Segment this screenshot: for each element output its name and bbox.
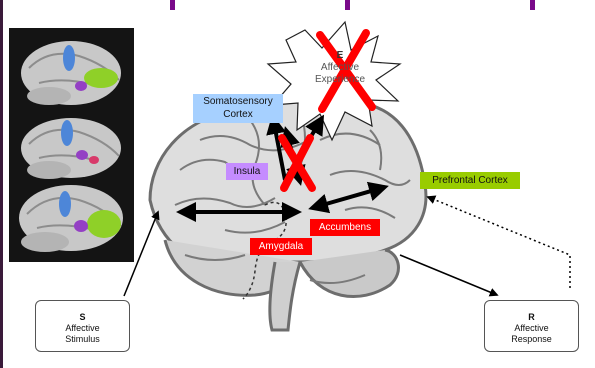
arrow-stimulus-in [124,212,158,296]
stimulus-text: Affective Stimulus [65,323,100,344]
response-letter: R [485,312,578,323]
label-insula: Insula [226,163,268,180]
label-accumbens: Accumbens [310,219,380,236]
arrow-response-feedback [428,197,570,288]
label-somatosensory-cortex: Somatosensory Cortex [193,94,283,123]
arrow-to-response [400,255,497,295]
stimulus-letter: S [36,312,129,323]
experience-text: Affective Experience [315,62,365,85]
experience-letter: E [300,50,380,62]
label-amygdala: Amygdala [250,238,312,255]
experience-label: E Affective Experience [300,50,380,86]
label-prefrontal-cortex: Prefrontal Cortex [420,172,520,189]
affective-response-box: R Affective Response [484,300,579,352]
affective-stimulus-box: S Affective Stimulus [35,300,130,352]
response-text: Affective Response [511,323,552,344]
